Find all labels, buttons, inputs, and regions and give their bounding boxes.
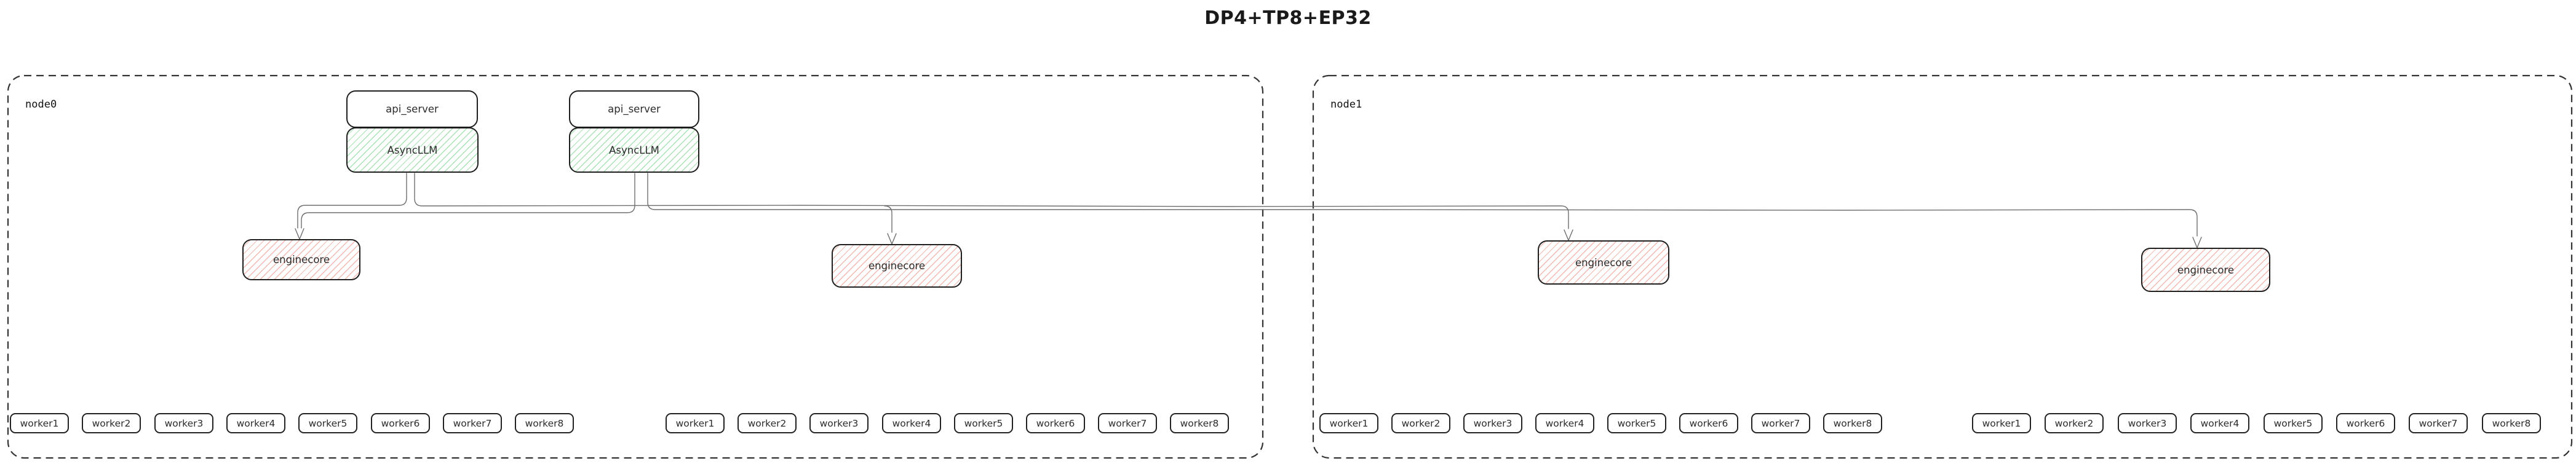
worker-box: worker8 — [515, 413, 574, 433]
worker-box: worker4 — [2190, 413, 2249, 433]
worker-box: worker1 — [1972, 413, 2031, 433]
worker-box: worker8 — [1170, 413, 1229, 433]
worker-box: worker2 — [737, 413, 797, 433]
worker-box: worker2 — [1391, 413, 1450, 433]
worker-box: worker3 — [154, 413, 213, 433]
worker-box: worker4 — [882, 413, 941, 433]
worker-box: worker5 — [2264, 413, 2323, 433]
arrowhead-enginecore1 — [295, 228, 304, 240]
worker-box: worker3 — [2118, 413, 2177, 433]
worker-box: worker5 — [1607, 413, 1666, 433]
connector-asyncllm2-enginecore4 — [647, 173, 2198, 237]
connector-bus-enginecore2 — [884, 205, 892, 233]
arrowhead-enginecore2 — [887, 233, 897, 245]
worker-box: worker2 — [2045, 413, 2104, 433]
api-server-box-2: api_server — [569, 90, 699, 128]
worker-box: worker6 — [1679, 413, 1738, 433]
asyncllm-box-2: AsyncLLM — [569, 127, 699, 173]
worker-box: worker7 — [1751, 413, 1810, 433]
worker-box: worker1 — [1319, 413, 1378, 433]
worker-box: worker1 — [666, 413, 725, 433]
worker-box: worker7 — [443, 413, 502, 433]
worker-box: worker3 — [809, 413, 869, 433]
worker-box: worker5 — [954, 413, 1013, 433]
enginecore-box-3: enginecore — [1538, 240, 1669, 285]
api-server-box-1: api_server — [346, 90, 478, 128]
worker-box: worker8 — [2482, 413, 2541, 433]
worker-box: worker1 — [10, 413, 69, 433]
arrowhead-enginecore3 — [1564, 229, 1573, 241]
diagram-title: DP4+TP8+EP32 — [1204, 7, 1372, 29]
arrowhead-enginecore4 — [2192, 237, 2202, 248]
worker-box: worker3 — [1463, 413, 1522, 433]
worker-box: worker8 — [1823, 413, 1882, 433]
enginecore-box-4: enginecore — [2141, 248, 2270, 292]
connector-asyncllm2-enginecore1 — [301, 173, 635, 229]
worker-box: worker7 — [2409, 413, 2468, 433]
worker-box: worker6 — [2336, 413, 2395, 433]
node1-border — [1312, 74, 2573, 459]
worker-box: worker6 — [371, 413, 430, 433]
worker-box: worker4 — [1535, 413, 1594, 433]
node1-label: node1 — [1330, 98, 1362, 111]
enginecore-box-1: enginecore — [242, 239, 360, 280]
enginecore-box-2: enginecore — [832, 244, 962, 288]
worker-box: worker5 — [298, 413, 357, 433]
connector-asyncllm1-enginecore1 — [297, 173, 407, 229]
worker-box: worker7 — [1098, 413, 1157, 433]
asyncllm-box-1: AsyncLLM — [346, 127, 479, 173]
node0-label: node0 — [25, 98, 57, 111]
connector-asyncllm1-enginecore3 — [414, 173, 1569, 229]
worker-box: worker6 — [1026, 413, 1085, 433]
worker-box: worker2 — [82, 413, 141, 433]
worker-box: worker4 — [226, 413, 285, 433]
